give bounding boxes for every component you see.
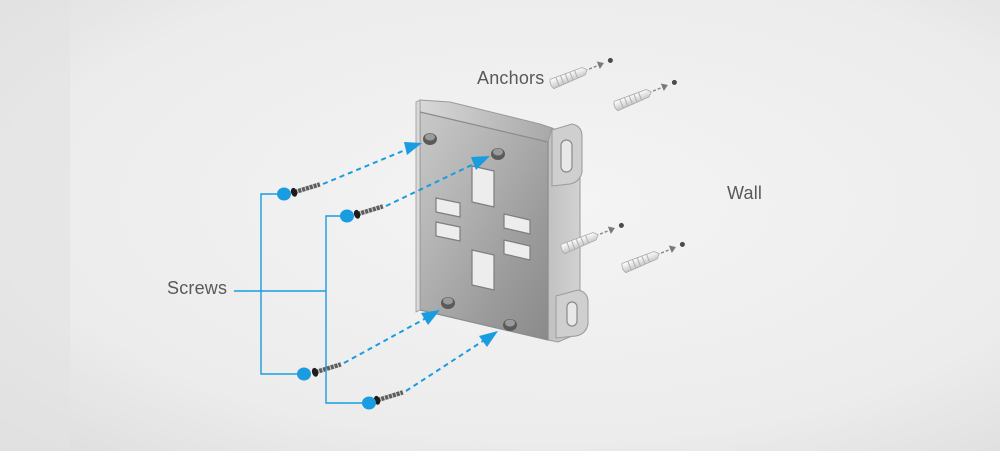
screw-arrowheads <box>404 142 498 347</box>
bracket-posts <box>423 133 517 331</box>
callout-dot <box>277 187 291 201</box>
anchor <box>549 57 613 90</box>
screw <box>290 182 321 197</box>
screw-direction-arrows <box>322 147 487 392</box>
lower-tab-slot <box>566 301 578 327</box>
anchor <box>613 79 677 112</box>
arrowhead <box>404 142 422 155</box>
anchor <box>621 241 685 274</box>
upper-tab-slot <box>560 139 573 173</box>
anchor <box>560 222 624 255</box>
callout-dot <box>297 367 311 381</box>
callout-dot <box>340 209 354 223</box>
anchors-label: Anchors <box>477 68 545 88</box>
bracket-left-edge <box>415 99 421 313</box>
arrow-line <box>343 316 429 364</box>
screws <box>290 182 404 405</box>
wall-label: Wall <box>727 183 763 203</box>
callout-dot <box>362 396 376 410</box>
background-shade <box>0 0 70 451</box>
arrowhead <box>421 310 440 325</box>
arrowhead <box>471 156 490 170</box>
bracket-cutouts <box>435 165 531 291</box>
screws-callout-dots <box>277 187 376 410</box>
screw <box>353 204 384 219</box>
arrow-line <box>322 147 411 185</box>
anchors <box>549 57 685 274</box>
screws-callout-lines <box>234 193 369 404</box>
screws-label: Screws <box>167 278 228 298</box>
arrow-line <box>385 161 479 207</box>
arrowhead <box>479 331 498 347</box>
mounting-bracket <box>415 99 589 343</box>
arrow-line <box>405 338 487 392</box>
